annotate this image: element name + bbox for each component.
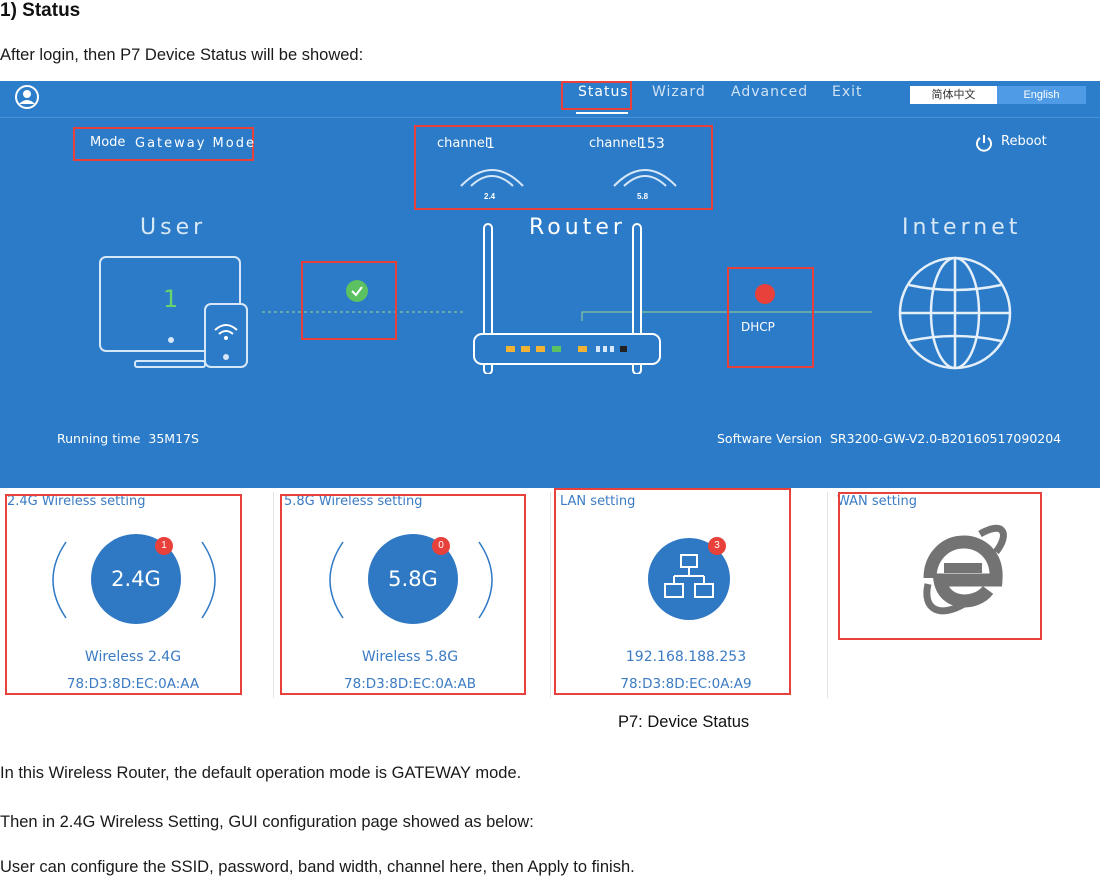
- mac-address-58g: 78:D3:8D:EC:0A:AB: [344, 676, 476, 692]
- connection-lines: [262, 311, 872, 321]
- language-english-button[interactable]: English: [997, 86, 1086, 104]
- mac-address-lan: 78:D3:8D:EC:0A:A9: [620, 676, 752, 692]
- software-version-label: Software Version: [717, 431, 823, 446]
- nav-tab-status[interactable]: Status: [578, 84, 629, 100]
- channel-highlight: [414, 125, 713, 210]
- card-highlight: [280, 494, 526, 695]
- client-count-badge: 1: [155, 537, 173, 555]
- software-version: Software Version SR3200-GW-V2.0-B2016051…: [717, 431, 1061, 446]
- card-divider: [273, 492, 274, 698]
- paragraph-mode: In this Wireless Router, the default ope…: [0, 764, 522, 782]
- wan-status-highlight: [727, 267, 814, 368]
- lan-status-highlight: [301, 261, 397, 340]
- paragraph-24g-setting: Then in 2.4G Wireless Setting, GUI confi…: [0, 813, 534, 831]
- lan-ip-address: 192.168.188.253: [625, 649, 747, 665]
- nav-tab-advanced[interactable]: Advanced: [731, 84, 809, 100]
- globe-icon: [898, 256, 1012, 370]
- card-highlight: [554, 488, 791, 695]
- paragraph-configure: User can configure the SSID, password, b…: [0, 858, 635, 876]
- user-avatar-icon[interactable]: [14, 84, 40, 110]
- mode-label: Mode: [90, 135, 126, 150]
- wifi-arc-58-icon: [613, 169, 677, 187]
- channel-58-label: channel: [589, 136, 641, 151]
- card-divider: [827, 492, 828, 698]
- running-time-value: 35M17S: [148, 431, 199, 446]
- top-nav-bar: Status Wizard Advanced Exit 简体中文 English: [0, 81, 1100, 118]
- intro-text: After login, then P7 Device Status will …: [0, 46, 364, 64]
- status-tab-highlight: [561, 81, 632, 110]
- card-highlight: [5, 494, 242, 695]
- card-title-wan[interactable]: WAN setting: [837, 494, 917, 509]
- check-icon: [346, 280, 368, 302]
- language-chinese-button[interactable]: 简体中文: [910, 86, 997, 104]
- mac-address-24g: 78:D3:8D:EC:0A:AA: [66, 676, 200, 692]
- channel-24-value: 1: [486, 136, 495, 152]
- section-heading: 1) Status: [0, 0, 81, 21]
- connected-user-count: 1: [163, 285, 179, 313]
- card-title-58g[interactable]: 5.8G Wireless setting: [284, 494, 423, 509]
- user-title: User: [140, 215, 207, 240]
- card-title-lan[interactable]: LAN setting: [560, 494, 636, 509]
- mode-value: Gateway Mode: [135, 136, 256, 151]
- internet-title: Internet: [902, 215, 1022, 240]
- router-icon: [473, 223, 661, 374]
- computer-phone-icon: [99, 256, 248, 368]
- router-title: Router: [529, 215, 626, 240]
- band-24-label: 2.4: [484, 192, 496, 201]
- power-icon[interactable]: [974, 133, 994, 153]
- nav-tab-wizard[interactable]: Wizard: [652, 84, 706, 100]
- router-status-screenshot: Status Wizard Advanced Exit 简体中文 English…: [0, 81, 1100, 488]
- channel-58-value: 153: [638, 136, 665, 152]
- client-count-badge: 0: [432, 537, 450, 555]
- figure-caption: P7: Device Status: [618, 713, 750, 731]
- wireless-name-24g: Wireless 2.4G: [84, 649, 182, 665]
- signal-arcs-icon: [329, 541, 493, 619]
- mode-highlight: [73, 127, 254, 161]
- card-highlight: [838, 492, 1042, 640]
- card-title-24g[interactable]: 2.4G Wireless setting: [7, 494, 146, 509]
- wireless-name-58g: Wireless 5.8G: [361, 649, 459, 665]
- nav-tab-exit[interactable]: Exit: [832, 84, 863, 100]
- running-time: Running time 35M17S: [57, 431, 199, 446]
- client-count-badge: 3: [708, 537, 726, 555]
- software-version-value: SR3200-GW-V2.0-B20160517090204: [830, 431, 1062, 446]
- card-divider: [550, 492, 551, 698]
- wan-protocol: DHCP: [741, 320, 775, 334]
- running-time-label: Running time: [57, 431, 141, 446]
- channel-24-label: channel: [437, 136, 489, 151]
- band-58-label: 5.8: [637, 192, 649, 201]
- active-tab-underline: [576, 112, 628, 114]
- error-icon: [755, 284, 775, 304]
- wifi-arc-24-icon: [460, 169, 524, 187]
- internet-explorer-icon[interactable]: [918, 522, 1013, 620]
- reboot-button[interactable]: Reboot: [1001, 134, 1047, 149]
- signal-arcs-icon: [52, 541, 216, 619]
